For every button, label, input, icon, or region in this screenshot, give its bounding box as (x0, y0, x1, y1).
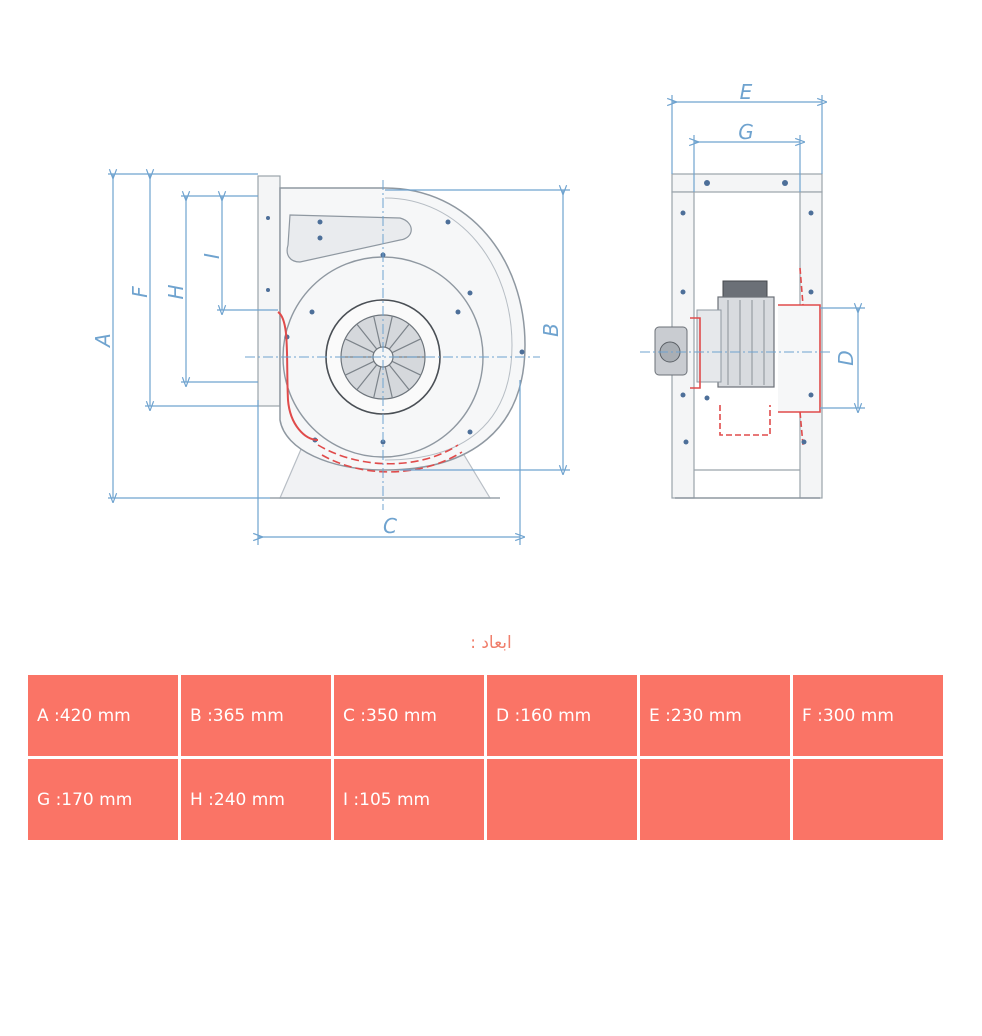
impeller-blade (344, 360, 375, 376)
table-cell: C :350 mm (334, 675, 484, 756)
impeller-blade (388, 364, 410, 391)
label-e: E (740, 80, 753, 104)
impeller-blade (388, 323, 410, 350)
table-cell: B :365 mm (181, 675, 331, 756)
dimensions-table: A :420 mm B :365 mm C :350 mm D :160 mm … (25, 672, 946, 843)
table-cell: H :240 mm (181, 759, 331, 840)
table-row: G :170 mm H :240 mm I :105 mm (28, 759, 943, 840)
side-dimensions (672, 95, 865, 408)
impeller-blade (356, 323, 378, 350)
impeller-blade (391, 360, 422, 376)
fan-dimension-drawing: A F H I B C (91, 80, 865, 545)
front-dimensions (108, 174, 570, 545)
label-c: C (383, 514, 397, 538)
label-b: B (539, 323, 563, 337)
side-view (640, 173, 830, 499)
impeller-blade (344, 338, 375, 354)
label-h: H (164, 284, 188, 299)
table-row: A :420 mm B :365 mm C :350 mm D :160 mm … (28, 675, 943, 756)
dimensions-heading: ابعاد : (470, 633, 512, 653)
impeller-blade (384, 366, 393, 399)
label-g: G (738, 120, 754, 144)
front-view (245, 175, 540, 510)
label-i: I (200, 253, 224, 259)
table-cell: D :160 mm (487, 675, 637, 756)
table-cell (640, 759, 790, 840)
label-a: A (91, 333, 115, 349)
impeller-blade (384, 315, 393, 348)
impeller-blade (373, 366, 382, 399)
table-cell: I :105 mm (334, 759, 484, 840)
label-d: D (834, 350, 858, 365)
impeller-blade (356, 364, 378, 391)
table-cell: F :300 mm (793, 675, 943, 756)
table-cell: E :230 mm (640, 675, 790, 756)
table-cell (793, 759, 943, 840)
impeller-blade (373, 315, 382, 348)
table-cell: G :170 mm (28, 759, 178, 840)
table-cell: A :420 mm (28, 675, 178, 756)
table-cell (487, 759, 637, 840)
impeller-blade (391, 338, 422, 354)
label-f: F (128, 286, 152, 298)
